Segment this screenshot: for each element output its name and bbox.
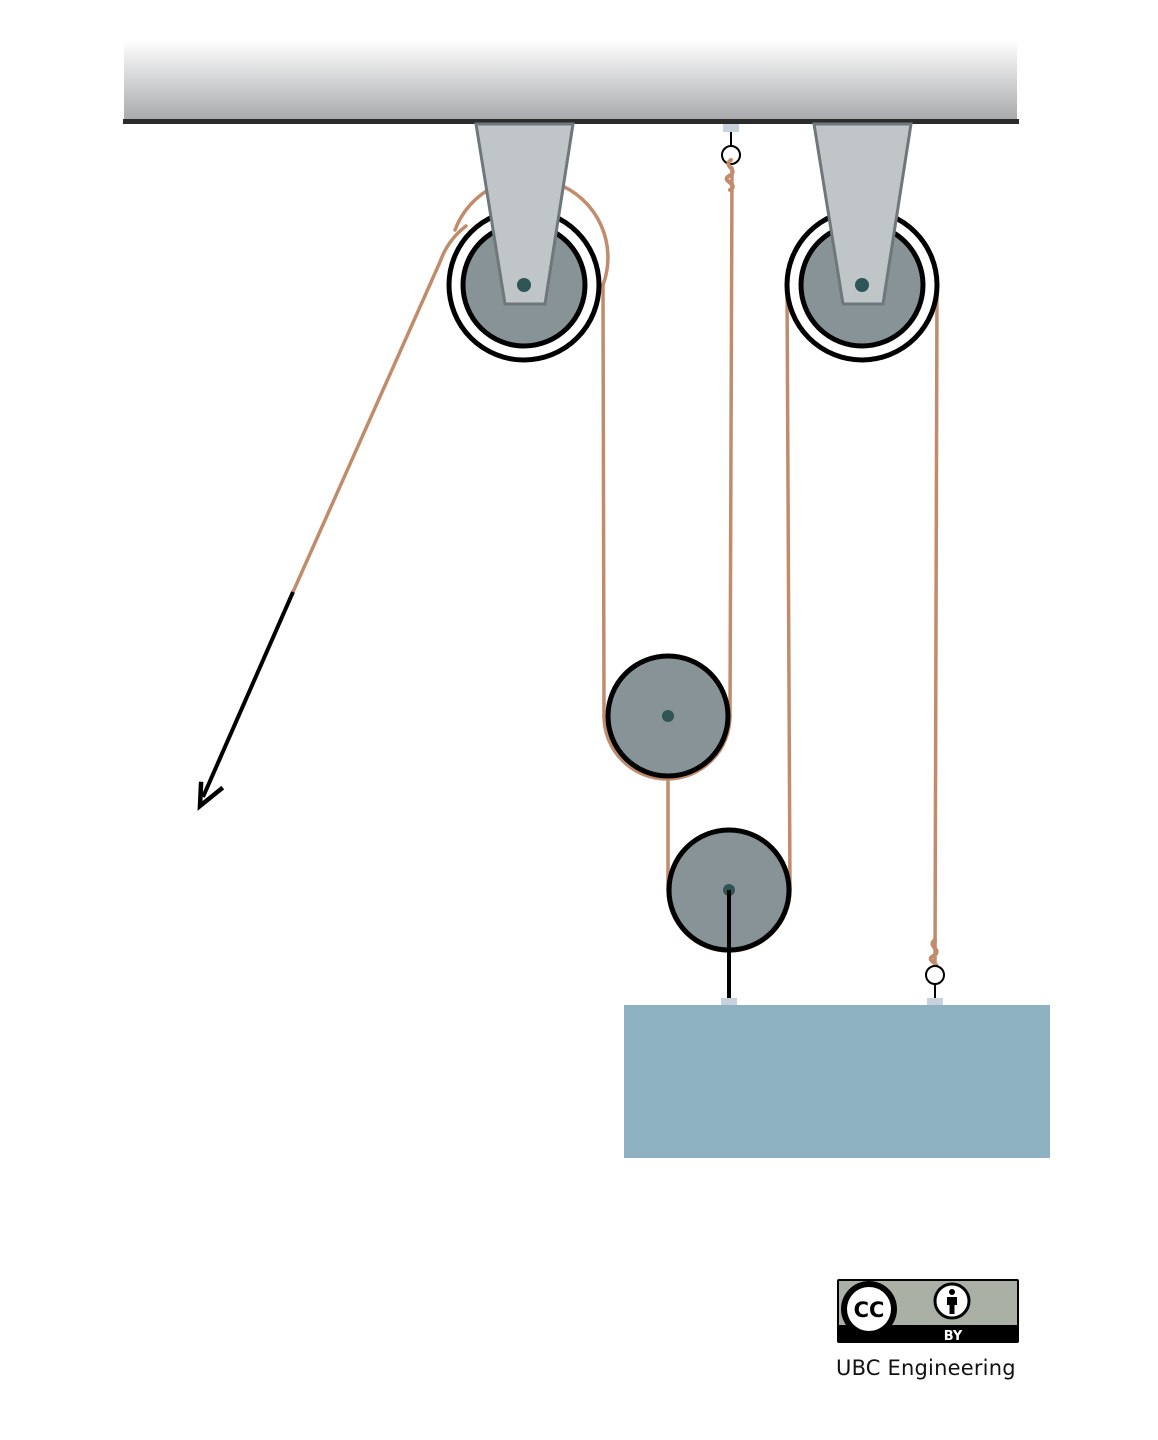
fixed-pulley-left: [446, 122, 602, 363]
ceiling: [124, 40, 1017, 120]
ceiling-hook-plate: [723, 124, 739, 132]
by-person-icon: [933, 1282, 971, 1320]
force-arrow: [197, 591, 295, 811]
strut-hook-plate: [721, 998, 737, 1006]
ceiling-edge: [123, 119, 1019, 124]
rope-pull-segment: [291, 224, 468, 594]
rope-left-down: [601, 283, 606, 718]
ceiling-rope-knot: [724, 158, 735, 192]
bracket-left: [474, 122, 575, 306]
cc-by-badge: CC BY: [837, 1279, 1019, 1344]
by-label: BY: [944, 1329, 963, 1344]
rope-to-block-anchor: [933, 283, 939, 964]
rope-right-up: [785, 283, 792, 892]
cc-icon-text: CC: [854, 1298, 885, 1322]
movable-pulley-upper: [605, 653, 731, 779]
fixed-pulley-right: [784, 122, 940, 363]
bracket-right: [812, 122, 913, 306]
axle-movable-upper: [662, 710, 674, 722]
rope-to-ceiling-anchor: [728, 166, 734, 718]
credit-label: UBC Engineering: [836, 1356, 1016, 1380]
block-hook-plate: [927, 998, 943, 1006]
ceiling-hook-ring: [721, 145, 741, 165]
block-hook-ring: [925, 965, 945, 985]
axle-left: [517, 278, 531, 292]
axle-right: [855, 278, 869, 292]
load-block: [624, 1005, 1050, 1158]
